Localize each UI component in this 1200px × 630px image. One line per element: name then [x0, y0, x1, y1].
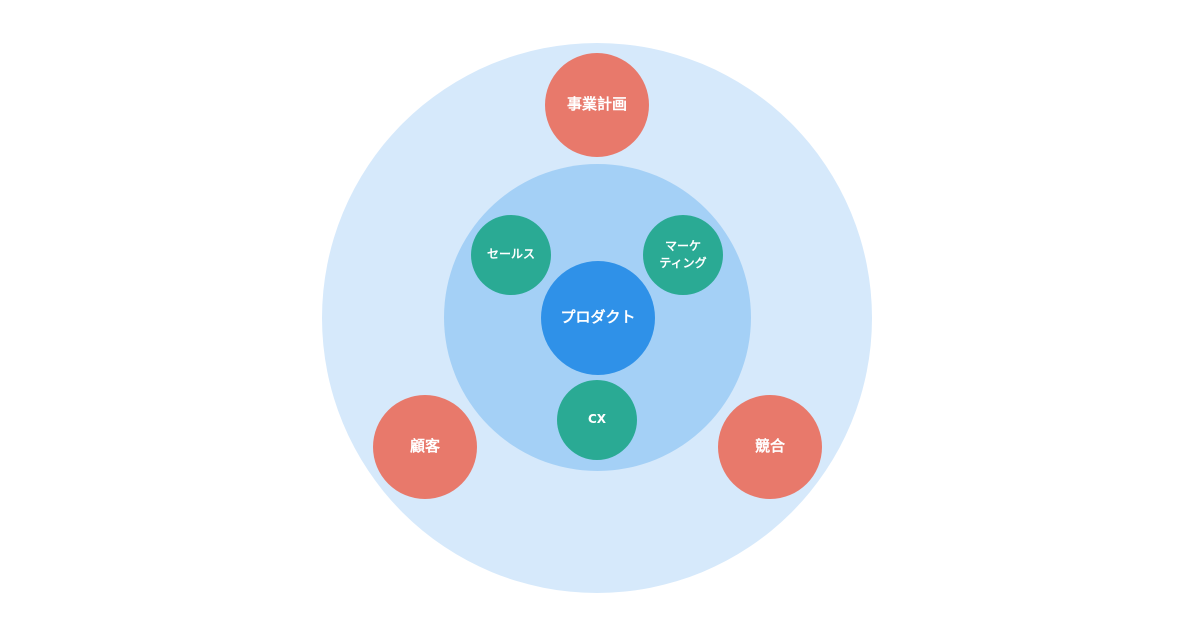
competition-node: 競合: [718, 395, 822, 499]
sales-label: セールス: [486, 247, 535, 262]
cx-label: CX: [587, 412, 607, 427]
business-plan-label: 事業計画: [566, 95, 627, 114]
marketing-node: マーケ ティング: [643, 215, 723, 295]
product-core-node: プロダクト: [541, 261, 655, 375]
customer-label: 顧客: [409, 437, 440, 456]
business-plan-node: 事業計画: [545, 53, 649, 157]
customer-node: 顧客: [373, 395, 477, 499]
cx-node: CX: [557, 380, 637, 460]
product-label: プロダクト: [560, 308, 636, 327]
sales-node: セールス: [471, 215, 551, 295]
competition-label: 競合: [754, 437, 785, 456]
marketing-label: マーケ ティング: [659, 238, 707, 270]
